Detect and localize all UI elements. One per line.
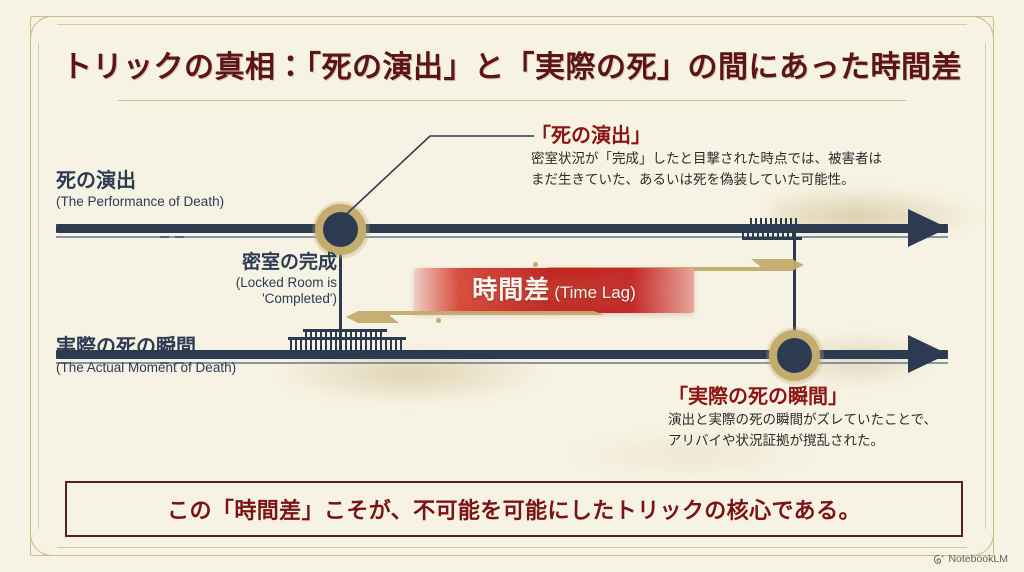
left-node-label: 密室の完成 (Locked Room is 'Completed') <box>200 252 337 308</box>
title-divider <box>118 100 906 101</box>
time-lag-band: 時間差(Time Lag) <box>414 268 694 313</box>
callout-actual-moment-of-death: 「実際の死の瞬間」 演出と実際の死の瞬間がズレていたことで、 アリバイや状況証拠… <box>668 385 937 452</box>
time-lag-text: 時間差(Time Lag) <box>472 278 636 303</box>
bottom-axis-label-jp: 実際の死の瞬間 <box>56 336 196 358</box>
callout-1-body-line2: まだ生きていた、あるいは死を偽装していた可能性。 <box>531 171 855 187</box>
bottom-axis-label-en: (The Actual Moment of Death) <box>56 359 237 375</box>
notebook-spiral-icon <box>934 554 944 564</box>
callout-performance-of-death: 「死の演出」 密室状況が「完成」したと目撃された時点では、被害者は まだ生きてい… <box>531 124 882 191</box>
gold-accent-dot <box>436 318 441 323</box>
bottom-axis-hatch-base <box>303 329 387 332</box>
bottom-axis-bar <box>56 350 948 359</box>
top-axis-underline <box>56 236 948 238</box>
top-axis-label: 死の演出 (The Performance of Death) <box>56 170 224 210</box>
node-actual-moment-of-death[interactable] <box>777 338 812 373</box>
conclusion-banner: この「時間差」こそが、不可能を可能にしたトリックの核心である。 <box>65 481 963 537</box>
bottom-axis-arrowhead <box>908 335 948 373</box>
frame-corner-top-left <box>30 16 57 43</box>
frame-corner-bottom-left <box>30 529 57 556</box>
notebooklm-watermark-label: NotebookLM <box>948 553 1008 565</box>
watercolor-texture <box>270 352 550 404</box>
callout-2-head: 「実際の死の瞬間」 <box>668 386 848 408</box>
frame-corner-bottom-right <box>967 529 994 556</box>
notebooklm-watermark: NotebookLM <box>933 553 1008 565</box>
left-node-label-en-2: 'Completed') <box>262 291 337 307</box>
title-container: トリックの真相：「死の演出」と「実際の死」の間にあった時間差 <box>0 42 1024 86</box>
top-axis-hatch <box>750 218 800 230</box>
bottom-axis-dash <box>175 362 184 364</box>
time-lag-en: (Time Lag) <box>554 283 636 302</box>
left-node-label-en-1: (Locked Room is <box>235 274 337 290</box>
top-axis-dash <box>160 236 169 238</box>
bottom-axis-hatch-base <box>288 337 406 340</box>
callout-2-body-line1: 演出と実際の死の瞬間がズレていたことで、 <box>668 412 938 427</box>
top-axis-label-jp: 死の演出 <box>56 170 136 192</box>
bottom-axis-label: 実際の死の瞬間 (The Actual Moment of Death) <box>56 336 236 376</box>
callout-1-head: 「死の演出」 <box>531 125 651 147</box>
top-axis-hatch-base <box>742 237 802 240</box>
left-node-connector <box>339 232 342 357</box>
node-locked-room-completed[interactable] <box>323 212 358 247</box>
bottom-axis-underline <box>56 362 948 364</box>
top-axis-dash <box>175 236 184 238</box>
bottom-axis-dash <box>160 362 169 364</box>
frame-corner-top-right <box>967 16 994 43</box>
top-axis-label-en: (The Performance of Death) <box>56 193 225 209</box>
callout-2-body-line2: アリバイや状況証拠が撹乱された。 <box>668 432 884 448</box>
right-node-connector <box>793 228 796 353</box>
conclusion-banner-text: この「時間差」こそが、不可能を可能にしたトリックの核心である。 <box>167 498 861 523</box>
left-node-label-jp: 密室の完成 <box>241 252 337 273</box>
time-lag-jp: 時間差 <box>472 276 551 304</box>
callout-1-body-line1: 密室状況が「完成」したと目撃された時点では、被害者は <box>531 151 882 166</box>
top-axis-arrowhead <box>908 209 948 247</box>
gold-accent-dot <box>533 262 538 267</box>
page-title: トリックの真相：「死の演出」と「実際の死」の間にあった時間差 <box>62 51 962 84</box>
top-axis-bar <box>56 224 948 233</box>
